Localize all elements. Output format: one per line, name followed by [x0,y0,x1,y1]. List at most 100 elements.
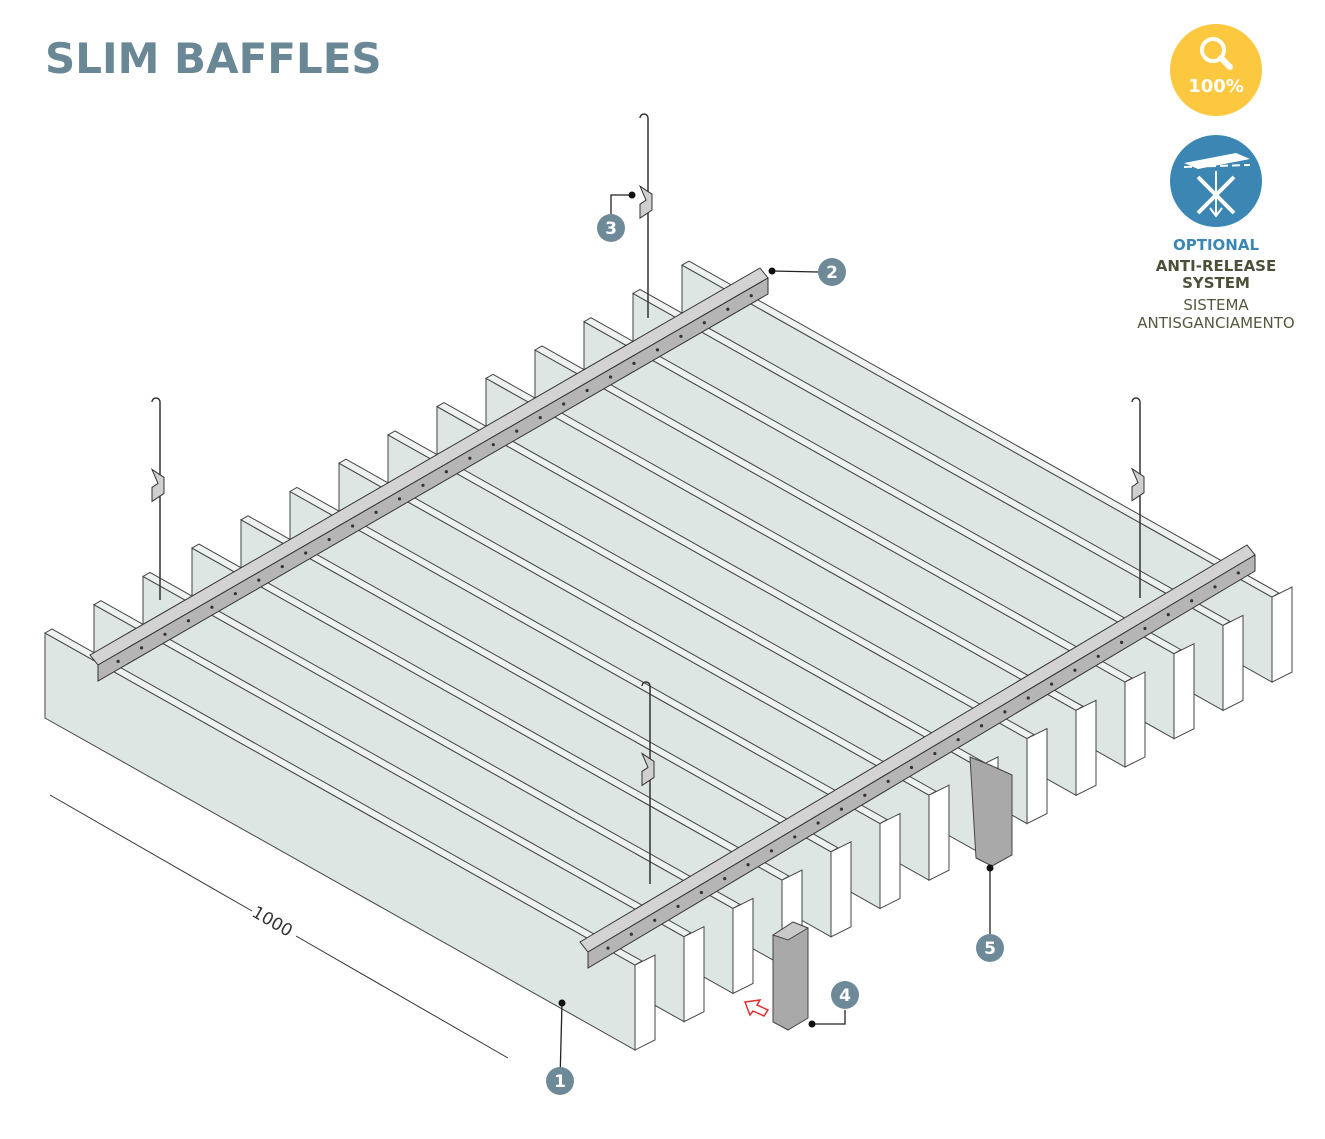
callout-circle [818,258,846,286]
hanger-wire [640,681,655,884]
hook-wire [639,113,649,318]
baffle-end-face [830,840,852,938]
carrier-slot [1003,710,1007,714]
page-title: SLIM BAFFLES [45,34,382,83]
carrier-slot [421,483,425,487]
hanger-wire [638,113,653,318]
anti-release-badge [1170,135,1262,227]
carrier-slot [163,632,167,636]
carrier-slot [655,348,660,352]
hook-wire [151,397,161,600]
carrier-rail [579,544,1256,969]
carrier-slot [1049,682,1054,686]
carrier-slot [1073,668,1077,672]
carrier-slot [515,429,519,433]
carrier-slot [726,307,730,311]
carrier-slot [233,592,237,596]
baffle-end-face [879,812,901,910]
callout-3: 3 [597,191,636,242]
spring-bracket [1130,467,1145,502]
carrier-slot [444,470,448,474]
anti-release-label-1: ANTI-RELEASE [1155,257,1277,275]
callout-circle [597,214,625,242]
carrier-slot [210,605,214,609]
carrier-slot [257,578,261,582]
carrier-slot [1096,654,1100,658]
callout-2: 2 [768,258,846,286]
spring-bracket [638,184,653,220]
carrier-slot [749,294,753,298]
carrier-slot [186,619,191,623]
baffle-end-face [1075,699,1097,797]
carrier-slot [1120,640,1124,645]
carrier-slot [304,551,308,555]
hangers-group [150,113,1145,884]
carrier-slot [608,375,613,379]
end-cap-5 [969,756,1013,867]
baffle-end-face [928,784,950,882]
carrier-slot [863,793,867,797]
carrier-slot [468,456,472,460]
carrier-slot [933,751,937,756]
dimension-label: 1000 [248,903,295,942]
carrier-slot [606,946,610,950]
hanger-wire [150,397,165,600]
carrier-slot [327,537,331,542]
carrier-slot [793,835,797,839]
baffle-end-face [732,897,754,995]
carrier-side [587,554,1256,969]
carrier-slot [629,932,633,936]
callout-number: 2 [826,263,838,283]
carrier-slot [956,738,960,742]
spring-bracket [640,752,655,787]
baffle-end-face [683,925,705,1023]
leader-dot [986,864,994,872]
callout-number: 1 [554,1072,566,1092]
carrier-slot [1190,599,1194,603]
anti-release-icon [1183,153,1251,218]
carrier-slot [374,510,378,514]
zoom-label: 100% [1188,76,1244,97]
carrier-slot [585,388,589,393]
carrier-slot [280,564,284,569]
carrier-slot [979,724,984,728]
leader-dot [768,267,776,275]
italian-label-2: ANTISGANCIAMENTO [1137,314,1295,332]
baffle-end-face [634,954,656,1051]
carrier-slot [1236,571,1240,575]
baffle-end-face [1173,642,1195,740]
baffles-group [43,260,1293,1051]
red-arrow-icon [743,999,770,1017]
baffle [43,628,656,1051]
carrier-slot [676,904,680,909]
carrier-slot [351,524,355,528]
carrier-slot [1026,696,1030,700]
end-cap-4 [771,921,810,1031]
leader-dot [808,1020,816,1028]
carrier-rail [89,267,769,682]
carrier-slot [1213,585,1217,589]
leader-line [812,1010,846,1025]
carrier-slot [746,863,750,867]
carriers-group [89,267,1256,969]
carrier-slot [702,321,706,325]
carrier-slot [491,443,495,447]
carrier-slot [769,849,774,853]
baffle-end-face [1271,586,1293,683]
carrier-slot [886,779,890,783]
anti-release-label-2: SYSTEM [1182,274,1250,292]
callout-circle [831,981,859,1009]
carrier-slot [1143,626,1147,631]
leader-line [771,270,819,273]
carrier-slot [723,877,727,881]
callout-number: 4 [839,986,851,1006]
carrier-slot [139,646,144,650]
carrier-slot [538,415,542,420]
optional-label: OPTIONAL [1172,236,1260,254]
carrier-slot [839,807,844,811]
baffle-end-face [1026,727,1048,825]
zoom-100-badge: 100% [1170,24,1262,116]
callout-number: 3 [605,219,617,239]
carrier-slot [679,334,683,338]
